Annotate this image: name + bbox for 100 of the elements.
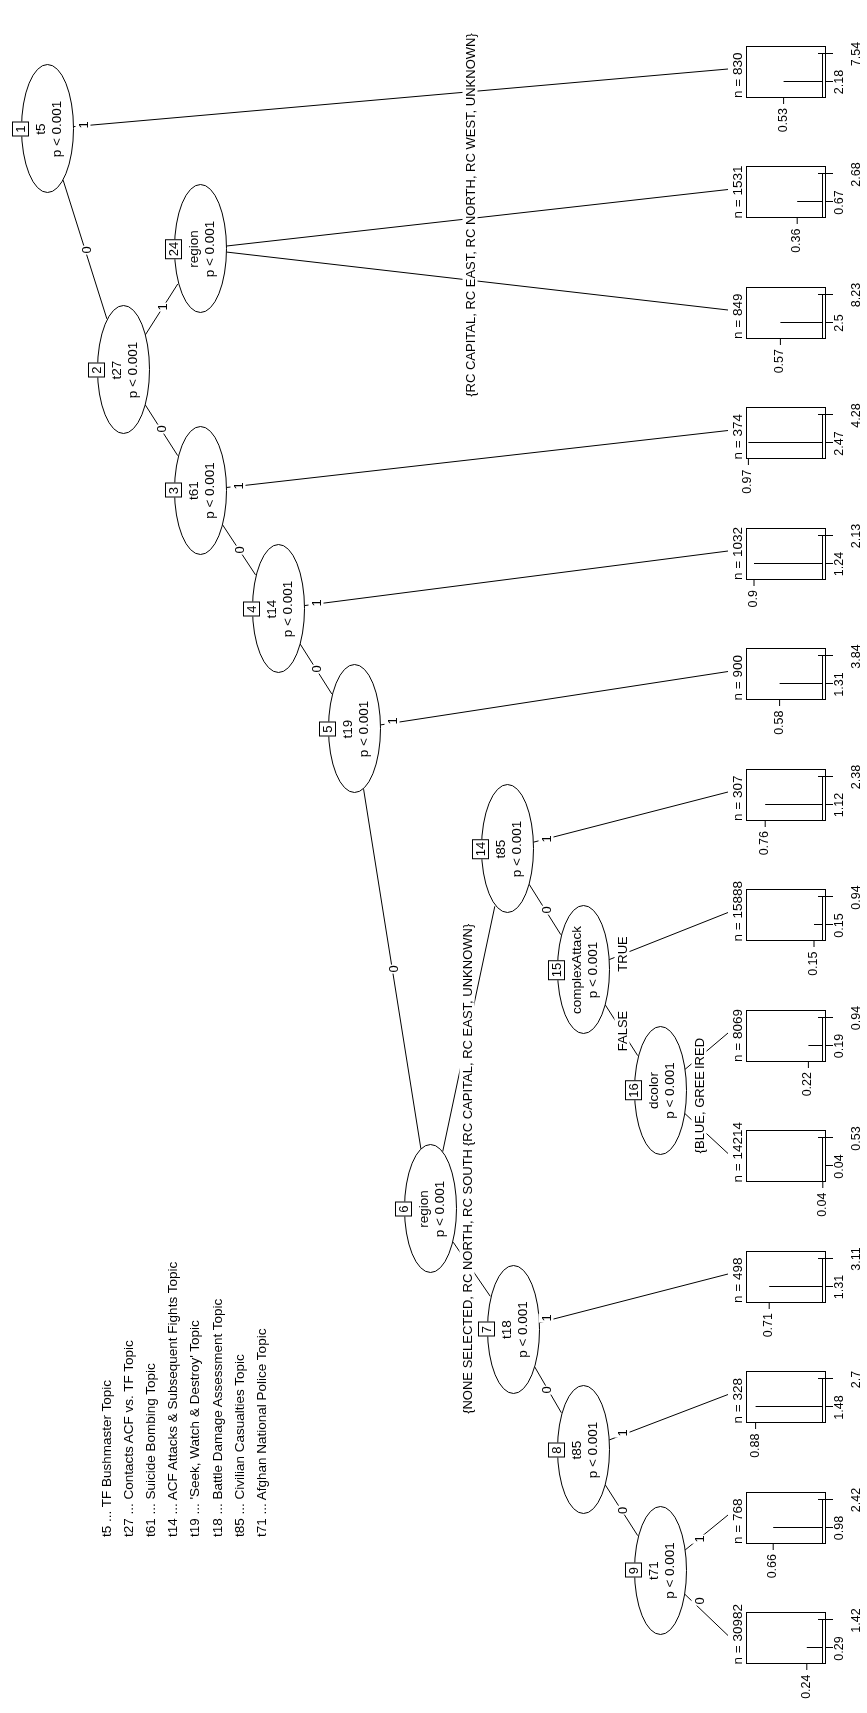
split-node-ellipse xyxy=(242,544,305,674)
tree-branch-line xyxy=(225,251,729,311)
tree-branch-line xyxy=(608,912,729,961)
p-value-label: p < 0.001 xyxy=(584,1420,601,1481)
axis-tick-label: 0.53 xyxy=(849,1126,863,1151)
p-value-label: p < 0.001 xyxy=(279,579,296,640)
tree-branch-line xyxy=(222,524,256,576)
node-number: 6 xyxy=(395,1201,412,1217)
p-value-label: p < 0.001 xyxy=(584,940,601,1001)
axis-tick-label: 1.42 xyxy=(849,1608,863,1633)
split-variable-label: t27 xyxy=(108,359,125,382)
axis-tick-label: 0.94 xyxy=(849,885,863,910)
tree-branch-line xyxy=(144,404,179,457)
split-node-ellipse xyxy=(87,305,150,435)
split-node-ellipse xyxy=(11,64,74,194)
axis-tick-label: 2.18 xyxy=(832,69,846,95)
split-variable-label: t71 xyxy=(645,1560,662,1582)
edge-label: 1 xyxy=(614,1428,630,1438)
axis-tick-label: 0.53 xyxy=(775,108,790,133)
axis-tick-label: 8.23 xyxy=(849,282,863,308)
node-number: 9 xyxy=(624,1563,642,1578)
p-value-label: p < 0.001 xyxy=(661,1061,678,1121)
edge-label: {RC CAPITAL, RC EAST, RC NORTH, RC WEST, UNKNOWN} xyxy=(462,32,478,398)
sample-size-label: n = 15888 xyxy=(729,881,746,942)
axis-tick-label: 0.97 xyxy=(740,469,755,494)
edge-label: TRUE xyxy=(614,935,630,973)
sample-size-label: n = 328 xyxy=(729,1378,746,1424)
tree-branch-line xyxy=(379,671,729,726)
axis-tick-label: 0.15 xyxy=(832,913,846,938)
tree-branch-line xyxy=(684,1514,729,1551)
node-number: 1 xyxy=(11,121,29,137)
axis-tick-label: 0.67 xyxy=(832,190,846,215)
axis-tick-label: 2.47 xyxy=(832,431,846,456)
axis-tick-label: 0.24 xyxy=(798,1674,813,1699)
node-number: 2 xyxy=(87,362,105,378)
axis-tick-label: 2.38 xyxy=(849,764,863,790)
legend-note: t61 ... Suicide Bombing Topic xyxy=(143,1363,160,1537)
tree-branch-line xyxy=(303,550,729,607)
axis-tick-label: 3.11 xyxy=(849,1247,863,1271)
split-variable-label: t85 xyxy=(568,1439,585,1462)
p-value-label: p < 0.001 xyxy=(355,699,372,760)
split-variable-label: region xyxy=(185,229,202,270)
node-number: 15 xyxy=(547,959,565,981)
legend-note: t19 ... 'Seek, Watch & Destroy' Topic xyxy=(187,1320,204,1537)
split-variable-label: region xyxy=(416,1189,432,1230)
node-number: 24 xyxy=(164,238,182,260)
tree-branch-line xyxy=(684,1593,729,1636)
sample-size-label: n = 900 xyxy=(729,655,746,701)
p-value-label: p < 0.001 xyxy=(124,340,141,401)
axis-tick-label: 2.68 xyxy=(849,162,863,187)
edge-label: 1 xyxy=(384,716,400,726)
axis-tick-label: 0.71 xyxy=(761,1313,776,1338)
split-variable-label: t61 xyxy=(185,480,202,502)
axis-tick-label: 1.31 xyxy=(832,1274,846,1300)
sample-size-label: n = 30982 xyxy=(729,1604,746,1665)
axis-tick-label: 2.13 xyxy=(849,523,863,549)
axis-tick-label: 0.19 xyxy=(832,1033,846,1059)
legend-note: t71 ... Afghan National Police Topic xyxy=(253,1328,270,1537)
sample-size-label: n = 307 xyxy=(729,775,746,821)
legend-note: t5 ... TF Bushmaster Topic xyxy=(99,1379,115,1537)
tree-branch-line xyxy=(225,430,729,488)
split-variable-label: complexAttack xyxy=(568,925,585,1016)
axis-tick-label: 1.48 xyxy=(832,1395,846,1420)
axis-tick-label: 0.15 xyxy=(806,951,820,976)
p-value-label: p < 0.001 xyxy=(514,1300,531,1360)
sample-size-label: n = 768 xyxy=(729,1498,746,1544)
p-value-label: p < 0.001 xyxy=(432,1179,448,1240)
axis-tick-label: 0.76 xyxy=(757,831,772,856)
p-value-label: p < 0.001 xyxy=(661,1541,678,1601)
tree-branch-line xyxy=(144,283,179,336)
axis-tick-label: 0.9 xyxy=(746,590,760,608)
p-value-label: p < 0.001 xyxy=(201,461,218,521)
node-number: 14 xyxy=(471,838,489,860)
axis-tick-label: 0.04 xyxy=(832,1154,846,1179)
tree-branch-line xyxy=(528,883,562,936)
edge-label: 1 xyxy=(691,1534,707,1544)
axis-tick-label: 4.28 xyxy=(849,403,863,428)
tree-branch-line xyxy=(532,791,729,843)
axis-tick-label: 0.98 xyxy=(832,1515,846,1541)
edge-label: {BLUE, GREE xyxy=(691,1070,707,1155)
split-variable-label: t19 xyxy=(339,718,356,741)
tree-branch-line xyxy=(73,68,729,128)
axis-tick-label: 0.29 xyxy=(832,1636,846,1661)
axis-tick-label: 0.66 xyxy=(765,1554,780,1579)
p-value-label: p < 0.001 xyxy=(48,99,65,160)
node-number: 16 xyxy=(624,1080,642,1101)
edge-label: {NONE SELECTED, RC NORTH, RC SOUTH xyxy=(459,1148,474,1415)
edge-label: 1 xyxy=(75,120,91,130)
split-variable-label: t14 xyxy=(263,598,280,621)
node-number: 7 xyxy=(477,1322,495,1337)
legend-note: t27 ... Contacts ACF vs. TF Topic xyxy=(121,1340,138,1537)
axis-tick-label: 0.58 xyxy=(771,710,786,735)
node-number: 8 xyxy=(547,1442,565,1458)
axis-tick-label: 0.57 xyxy=(772,349,787,374)
axis-tick-label: 0.88 xyxy=(747,1433,762,1458)
edge-label: 1 xyxy=(308,598,323,608)
node-number: 3 xyxy=(164,483,182,498)
axis-tick-label: 0.04 xyxy=(814,1192,829,1217)
sample-size-label: n = 14214 xyxy=(729,1122,746,1183)
edge-label: IRED xyxy=(691,1036,707,1070)
